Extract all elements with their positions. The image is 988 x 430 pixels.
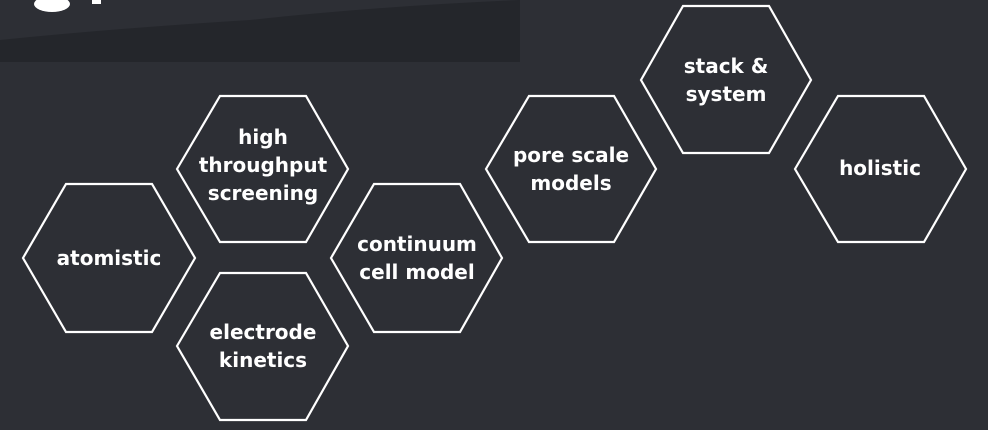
- hex-label-line: high: [238, 125, 288, 149]
- logo-fragment: [34, 0, 101, 12]
- hex-label-line: screening: [207, 181, 319, 205]
- hex-label-line: holistic: [839, 156, 921, 180]
- hex-label-line: continuum: [357, 232, 477, 256]
- hex-label-line: system: [685, 82, 767, 106]
- hex-label-line: throughput: [198, 153, 328, 177]
- hex-label-line: cell model: [359, 260, 475, 284]
- hex-shape-atomistic: [21, 182, 197, 334]
- hex-label-electrode-kinetics: electrode kinetics: [183, 318, 343, 374]
- hex-label-stack-system: stack & system: [646, 52, 806, 108]
- hex-label-atomistic: atomistic: [29, 244, 189, 272]
- hex-label-pore-scale-models: pore scale models: [491, 141, 651, 197]
- hex-label-line: electrode: [209, 320, 317, 344]
- hex-label-high-throughput-screening: high throughput screening: [183, 123, 343, 207]
- hex-shape-high-throughput-screening: [175, 94, 350, 244]
- hex-shape-stack-system: [639, 4, 813, 155]
- hex-label-continuum-cell-model: continuum cell model: [337, 230, 497, 286]
- hex-label-holistic: holistic: [800, 154, 960, 182]
- hex-shape-electrode-kinetics: [175, 271, 350, 422]
- hex-label-line: atomistic: [56, 246, 162, 270]
- hex-shape-pore-scale-models: [484, 94, 658, 244]
- hex-shape-continuum-cell-model: [329, 182, 504, 334]
- hex-label-line: kinetics: [218, 348, 308, 372]
- hex-shape-holistic: [793, 94, 968, 244]
- hex-label-line: models: [530, 171, 612, 195]
- hex-label-line: pore scale: [512, 143, 630, 167]
- background-smudge: [0, 0, 520, 62]
- hex-label-line: stack &: [683, 54, 769, 78]
